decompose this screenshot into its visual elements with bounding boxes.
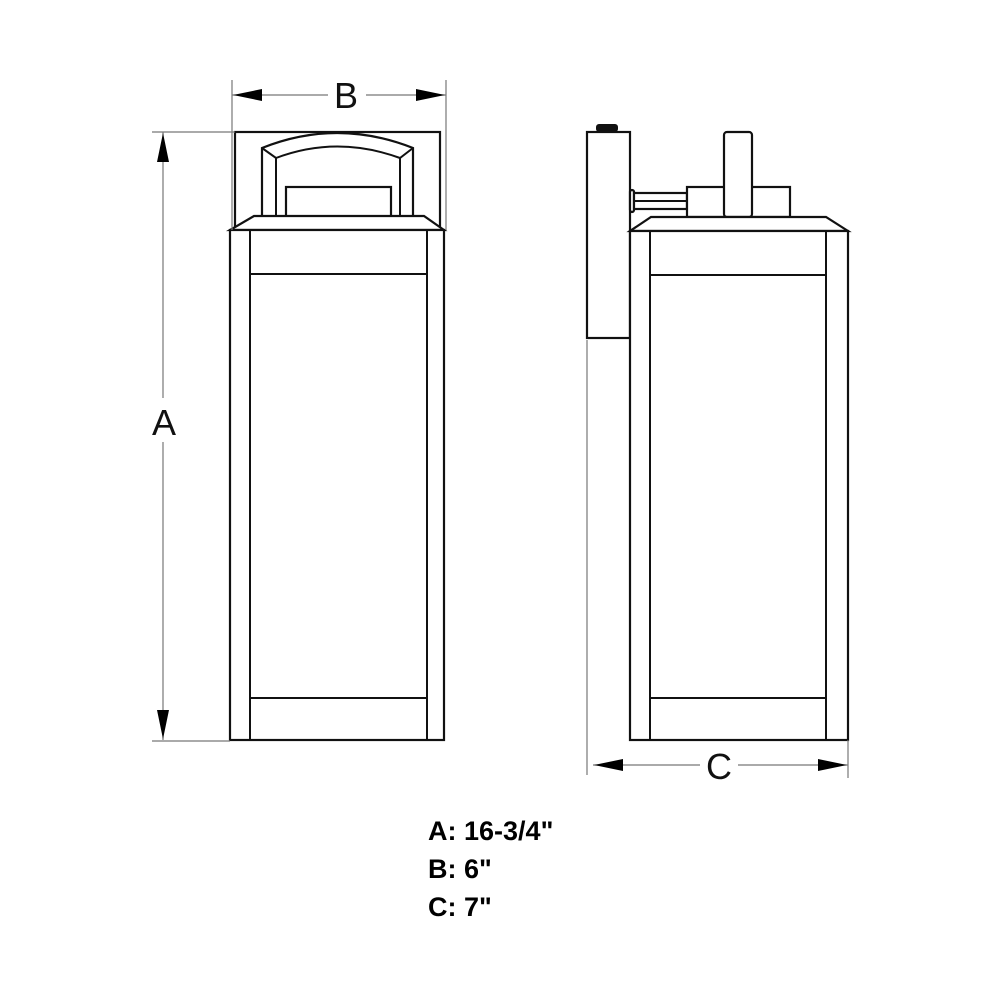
label-a: A	[152, 402, 176, 443]
front-body	[228, 228, 446, 742]
front-handle-block	[284, 185, 393, 220]
dimension-b: B	[231, 75, 447, 230]
label-c: C	[706, 746, 732, 787]
arrow-left-icon	[594, 759, 623, 771]
arrow-down-icon	[157, 710, 169, 739]
dimension-legend: A: 16-3/4" B: 6" C: 7"	[428, 812, 553, 926]
dimension-a: A	[152, 131, 235, 742]
side-body	[628, 229, 850, 742]
label-b: B	[334, 75, 358, 116]
dimension-c: C	[586, 340, 849, 787]
side-view	[585, 124, 852, 742]
arrow-right-icon	[416, 89, 445, 101]
arrow-right-icon	[818, 759, 847, 771]
arrow-up-icon	[157, 133, 169, 162]
front-view	[225, 130, 448, 742]
side-top-cap	[596, 124, 618, 132]
side-backplate	[585, 130, 632, 340]
side-top-cap-roof	[626, 215, 852, 233]
arrow-left-icon	[233, 89, 262, 101]
dimension-b-row: B: 6"	[428, 854, 492, 884]
dimension-a-row: A: 16-3/4"	[428, 816, 554, 846]
front-arch-bevel	[261, 145, 414, 160]
side-upright	[722, 130, 754, 219]
dimension-c-row: C: 7"	[428, 892, 492, 922]
front-top-cap	[225, 214, 448, 232]
